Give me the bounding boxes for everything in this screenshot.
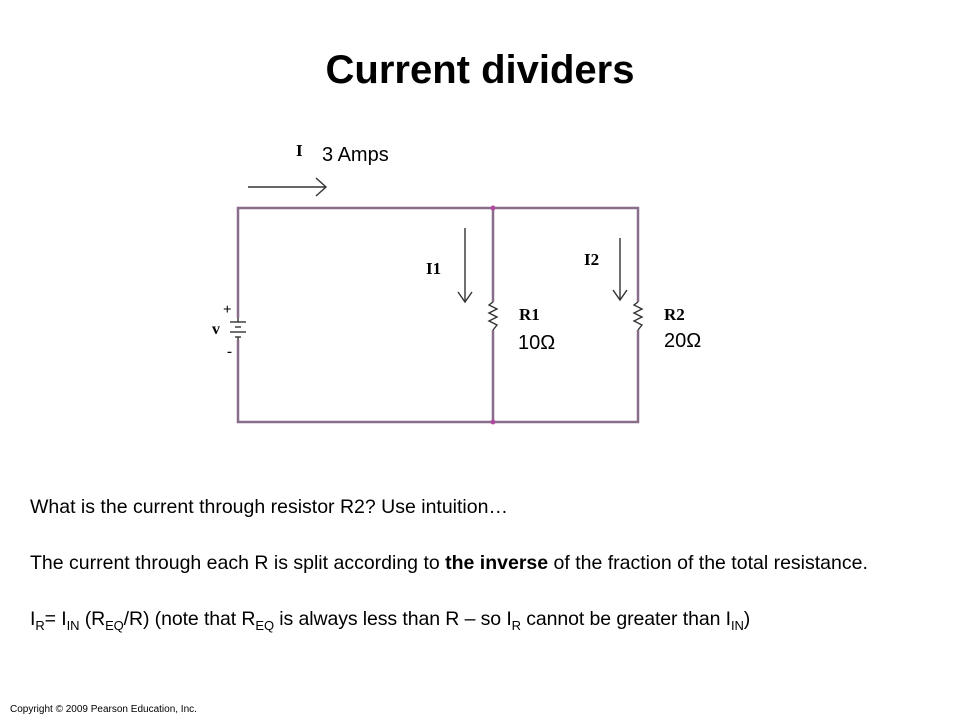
battery-minus: -: [227, 344, 232, 360]
wire-left-top: [236, 206, 493, 318]
resistor-r1: [487, 301, 499, 331]
r2-value: 20Ω: [664, 330, 702, 352]
current-divider-formula: IR= IIN (REQ/R) (note that REQ is always…: [30, 608, 751, 633]
junction-dot-top: [490, 205, 496, 211]
battery-symbol: [230, 318, 246, 340]
slide-title: Current dividers: [325, 48, 635, 92]
r1-value: 10Ω: [518, 332, 556, 354]
i1-label: I1: [426, 259, 441, 278]
junction-dot-bottom: [490, 419, 496, 425]
i1-arrow-icon: [457, 228, 473, 304]
resistor-r2: [632, 301, 644, 331]
current-label: I: [296, 141, 303, 160]
wire-top-right: [493, 206, 640, 302]
current-value: 3 Amps: [322, 144, 389, 166]
copyright-notice: Copyright © 2009 Pearson Education, Inc.: [10, 704, 197, 715]
wire-left-bottom: [236, 330, 640, 424]
i2-label: I2: [584, 250, 599, 269]
current-arrow-icon: [248, 177, 328, 197]
battery-plus: +: [223, 302, 232, 318]
battery-label: v: [212, 321, 220, 338]
i2-arrow-icon: [612, 238, 628, 302]
circuit-wires: [236, 206, 640, 424]
r2-label: R2: [664, 305, 685, 324]
inverse-emphasis: the inverse: [445, 552, 549, 574]
r1-label: R1: [519, 305, 540, 324]
question-text: What is the current through resistor R2?…: [30, 496, 508, 518]
explanation-text: What is the current through resistor R2?…: [30, 493, 940, 633]
split-explanation: The current through each R is split acco…: [30, 552, 868, 574]
